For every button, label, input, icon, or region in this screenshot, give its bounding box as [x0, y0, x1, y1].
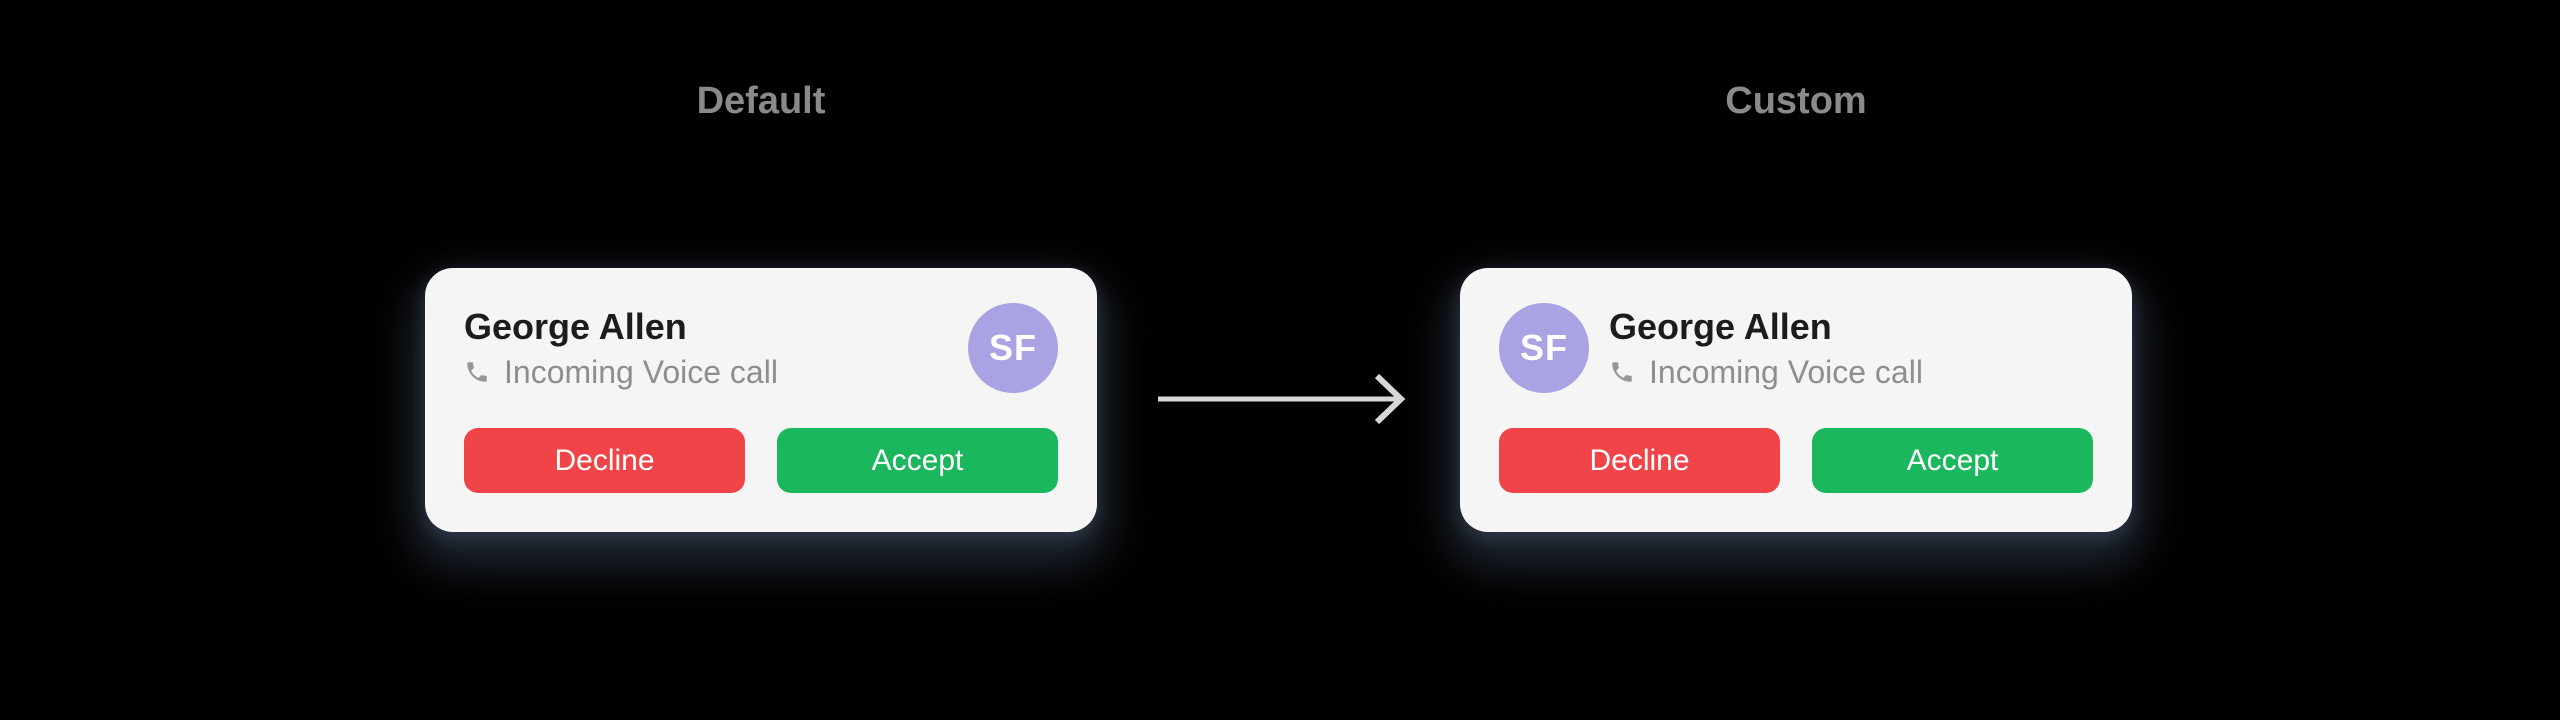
call-actions: Decline Accept — [464, 428, 1058, 493]
incoming-call-card-default: George Allen Incoming Voice call SF Decl… — [425, 268, 1097, 532]
call-actions: Decline Accept — [1499, 428, 2093, 493]
accept-button[interactable]: Accept — [777, 428, 1058, 493]
call-status: Incoming Voice call — [1649, 354, 1923, 390]
decline-button[interactable]: Decline — [1499, 428, 1780, 493]
avatar: SF — [1499, 303, 1589, 393]
caller-info: George Allen Incoming Voice call — [464, 306, 778, 389]
card-header: George Allen Incoming Voice call SF — [464, 303, 1058, 393]
avatar-initials: SF — [1519, 327, 1568, 368]
call-status: Incoming Voice call — [504, 354, 778, 390]
section-label-custom: Custom — [1725, 80, 1867, 122]
incoming-call-card-custom: SF George Allen Incoming Voice call Decl… — [1460, 268, 2132, 532]
avatar-initials: SF — [988, 327, 1037, 368]
avatar: SF — [968, 303, 1058, 393]
card-header: SF George Allen Incoming Voice call — [1499, 303, 2093, 393]
accept-button[interactable]: Accept — [1812, 428, 2093, 493]
decline-button[interactable]: Decline — [464, 428, 745, 493]
call-status-row: Incoming Voice call — [1609, 356, 1923, 388]
caller-name: George Allen — [1609, 306, 1832, 347]
section-label-default: Default — [696, 80, 826, 122]
call-status-row: Incoming Voice call — [464, 356, 778, 388]
arrow-right-icon — [1140, 359, 1420, 439]
phone-icon — [464, 359, 490, 385]
phone-icon — [1609, 359, 1635, 385]
caller-name: George Allen — [464, 306, 687, 347]
caller-info: George Allen Incoming Voice call — [1609, 306, 1923, 389]
